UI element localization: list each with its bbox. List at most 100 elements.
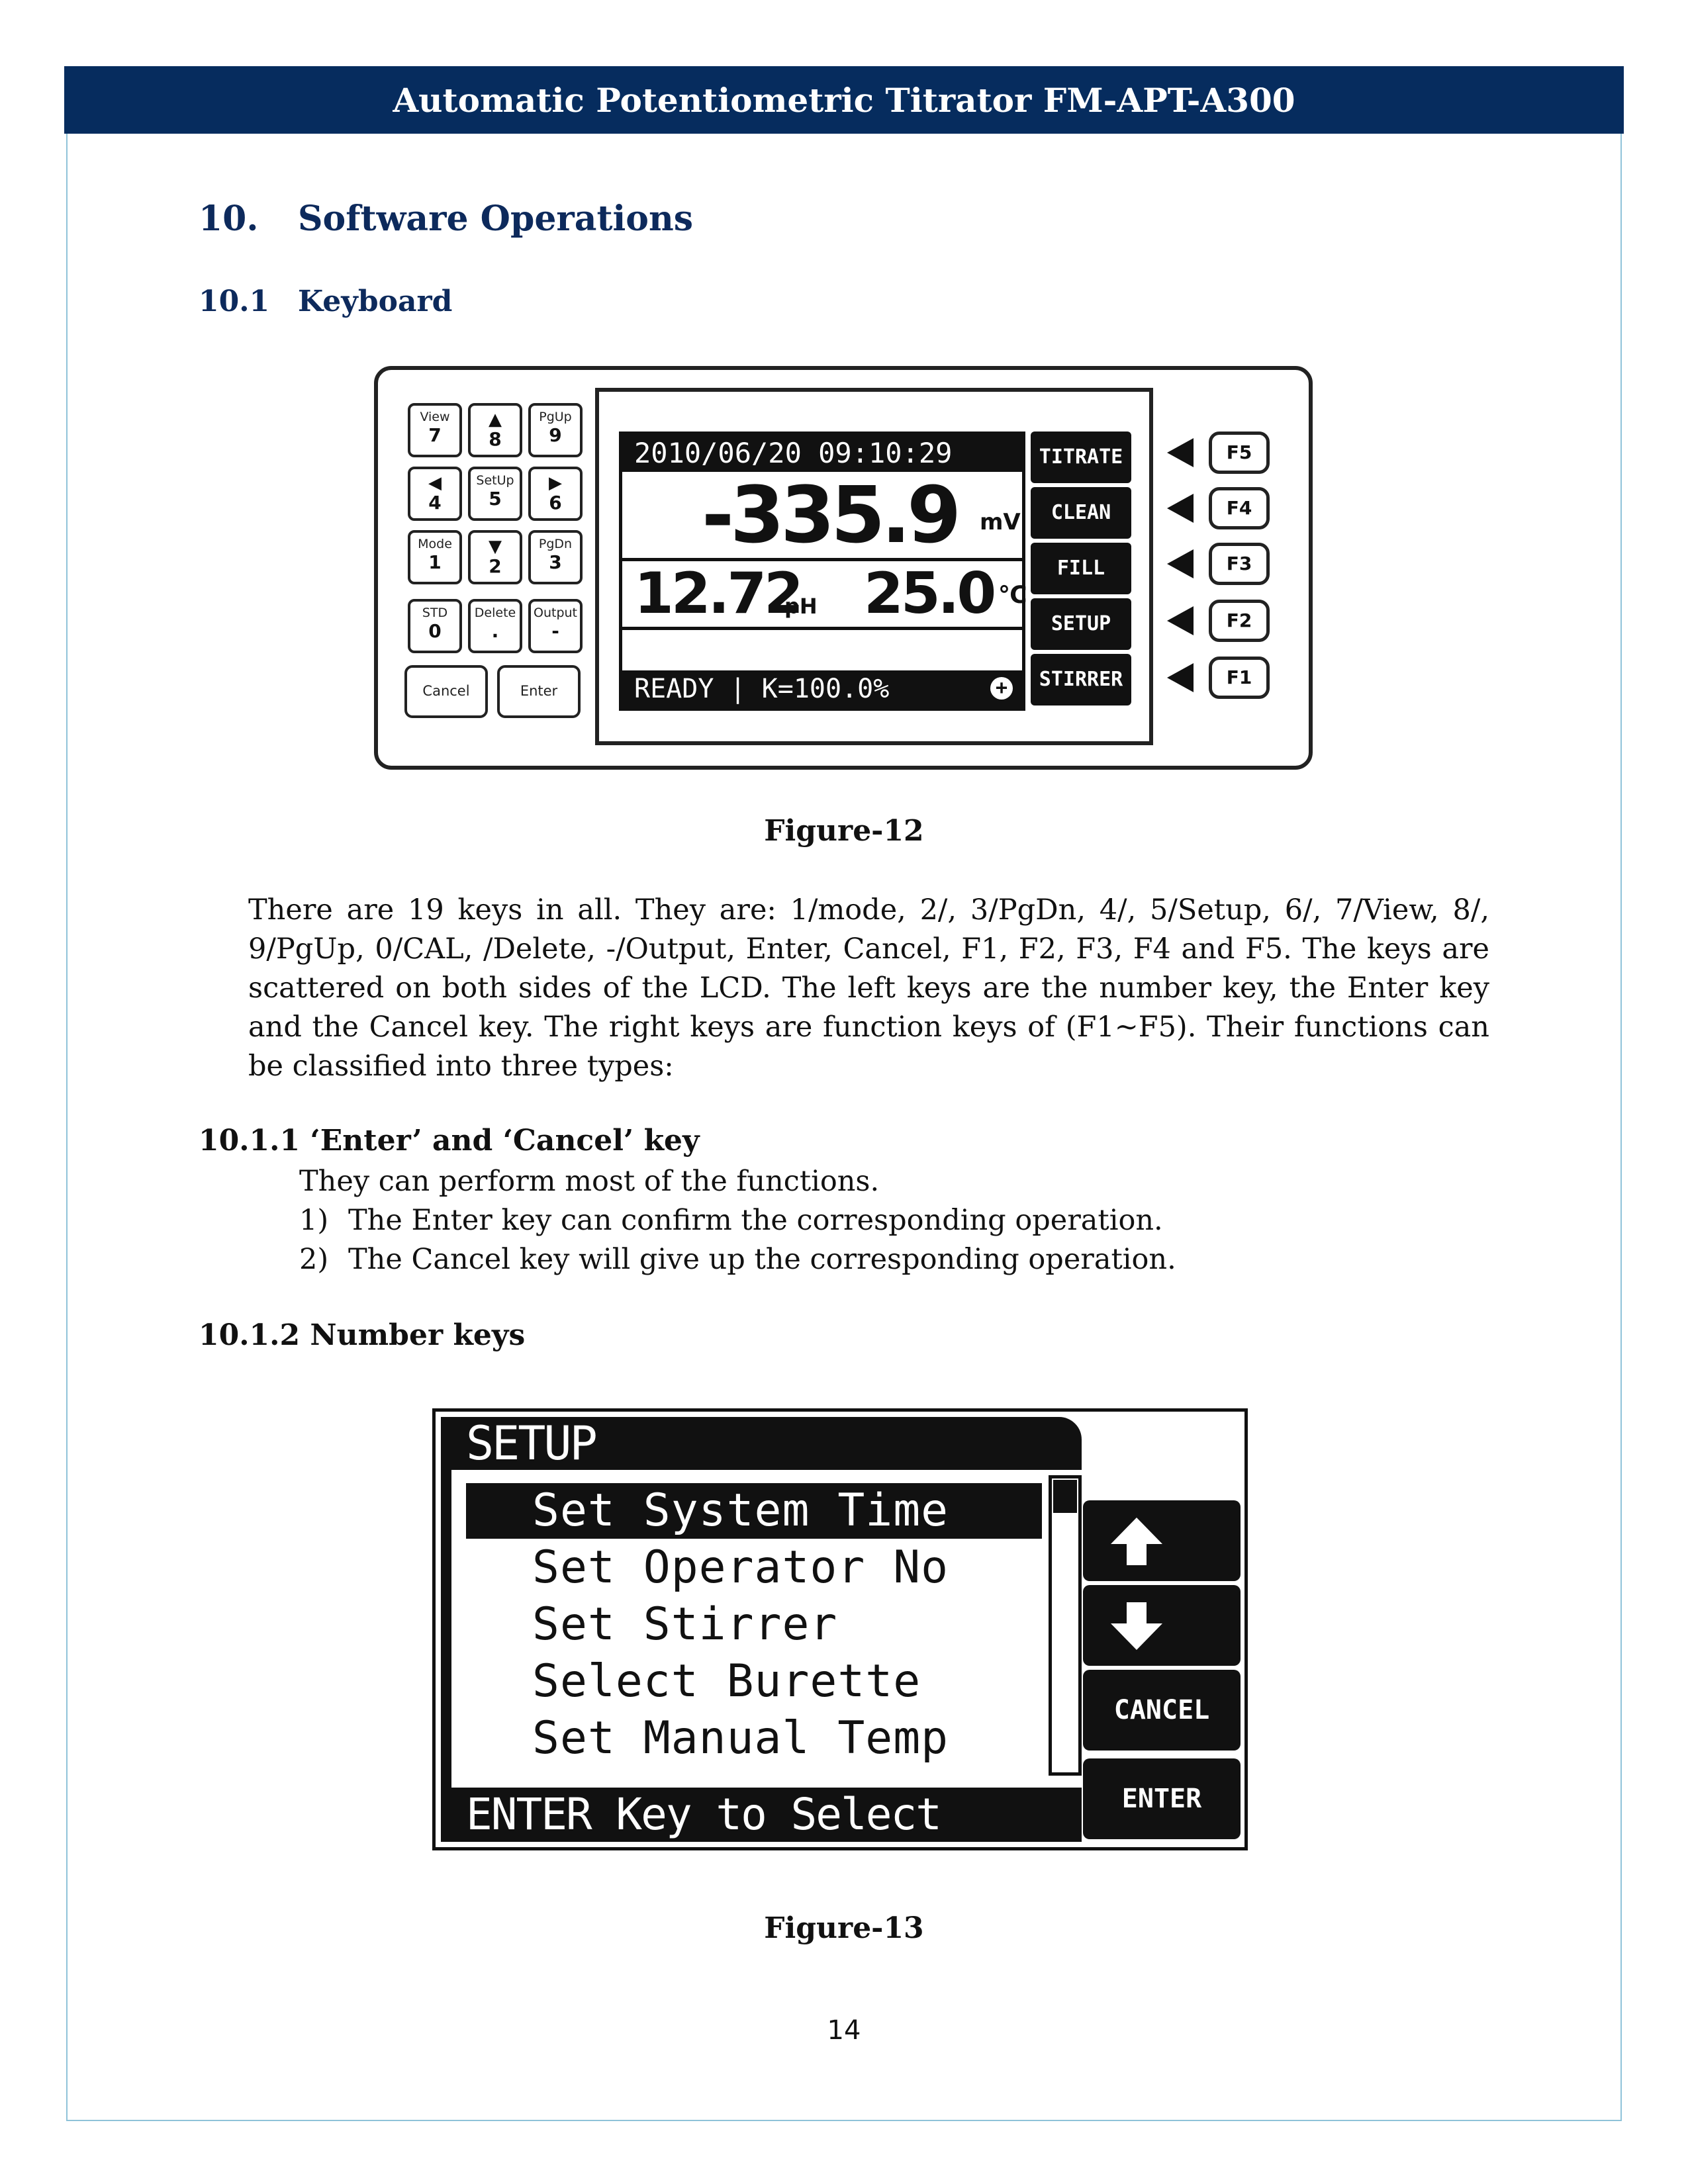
setup-menu-list: Set System Time Set Operator No Set Stir… bbox=[451, 1470, 1082, 1788]
pointer-arrow-icon bbox=[1167, 606, 1194, 635]
lcd-mv-unit: mV bbox=[980, 509, 1021, 535]
left-triangle-icon: ◀ bbox=[428, 473, 442, 493]
figure-12-caption: Figure-12 bbox=[764, 814, 924, 848]
setup-enter-label: ENTER bbox=[1121, 1784, 1202, 1814]
key-number-label: 7 bbox=[428, 424, 442, 446]
keys-description-paragraph: There are 19 keys in all. They are: 1/mo… bbox=[248, 893, 1489, 1083]
setup-scroll-thumb bbox=[1053, 1480, 1077, 1513]
key-number-label: 4 bbox=[428, 492, 442, 514]
figure-13-caption: Figure-13 bbox=[764, 1911, 924, 1945]
subsection-heading: 10.1 Keyboard bbox=[199, 285, 452, 318]
header-title: Automatic Potentiometric Titrator FM-APT… bbox=[393, 80, 1295, 120]
setup-menu-item-selected: Set System Time bbox=[466, 1483, 1042, 1539]
subsection-number: 10.1 bbox=[199, 285, 270, 318]
lcd-divider bbox=[622, 627, 1022, 630]
pointer-arrow-icon bbox=[1167, 549, 1194, 578]
list-item: 2) The Cancel key will give up the corre… bbox=[299, 1240, 1176, 1279]
titrator-panel-figure: View 7 ▲ 8 PgUp 9 ◀ 4 SetUp 5 ▶ 6 Mode 1… bbox=[374, 366, 1313, 770]
list-item-text: The Enter key can confirm the correspond… bbox=[348, 1204, 1163, 1237]
key-number-label: 1 bbox=[428, 551, 442, 573]
setup-menu-item: Set Operator No bbox=[532, 1541, 949, 1594]
enter-cancel-intro: They can perform most of the functions. bbox=[299, 1165, 880, 1198]
key-top-label: STD bbox=[422, 606, 448, 620]
list-marker: 1) bbox=[299, 1204, 329, 1237]
setup-menu-item: Set Stirrer bbox=[532, 1598, 838, 1651]
down-triangle-icon: ▼ bbox=[489, 537, 502, 557]
up-arrow-icon bbox=[1111, 1518, 1162, 1565]
number-keys-heading: 10.1.2 Number keys bbox=[199, 1318, 526, 1352]
pointer-arrow-icon bbox=[1167, 663, 1194, 692]
key-number-label: . bbox=[491, 620, 499, 642]
section-title: Software Operations bbox=[298, 199, 694, 239]
key-enter: Enter bbox=[497, 665, 581, 718]
key-3-pgdn: PgDn 3 bbox=[528, 530, 583, 584]
lcd-clean-label: CLEAN bbox=[1031, 487, 1131, 539]
fkey-f4: F4 bbox=[1209, 487, 1270, 529]
fkey-f1: F1 bbox=[1209, 657, 1270, 699]
section-heading: 10. Software Operations bbox=[199, 199, 693, 239]
list-item: 1) The Enter key can confirm the corresp… bbox=[299, 1201, 1163, 1240]
setup-frame-edge bbox=[441, 1470, 451, 1788]
lcd-temp-unit: ℃ bbox=[998, 582, 1027, 609]
lcd-fill-label: FILL bbox=[1031, 543, 1131, 594]
pointer-arrow-icon bbox=[1167, 494, 1194, 523]
lcd-titrate-label: TITRATE bbox=[1031, 432, 1131, 483]
key-number-label: 5 bbox=[489, 488, 502, 510]
list-marker: 2) bbox=[299, 1243, 329, 1276]
section-number: 10. bbox=[199, 199, 259, 239]
key-delete: Delete . bbox=[468, 599, 522, 653]
right-triangle-icon: ▶ bbox=[549, 473, 562, 493]
pointer-arrow-icon bbox=[1167, 438, 1194, 467]
key-top-label: Mode bbox=[418, 537, 452, 551]
key-cancel-label: Cancel bbox=[422, 683, 470, 699]
lcd-ph-value: 12.72 bbox=[634, 561, 804, 627]
key-6-right: ▶ 6 bbox=[528, 467, 583, 521]
key-top-label: SetUp bbox=[476, 473, 514, 488]
key-number-label: 8 bbox=[489, 428, 502, 450]
enter-cancel-heading: 10.1.1 ‘Enter’ and ‘Cancel’ key bbox=[199, 1124, 700, 1158]
key-top-label: Delete bbox=[474, 606, 516, 620]
setup-title: SETUP bbox=[466, 1416, 598, 1471]
lcd-ph-unit: pH bbox=[784, 594, 818, 619]
setup-status-text: ENTER Key to Select bbox=[466, 1789, 942, 1840]
setup-cancel-button: CANCEL bbox=[1083, 1670, 1241, 1751]
setup-up-button bbox=[1083, 1500, 1241, 1581]
lcd-mv-value: -335.9 bbox=[702, 469, 961, 561]
lcd-temp-value: 25.0 bbox=[864, 561, 996, 627]
key-enter-label: Enter bbox=[520, 683, 558, 699]
setup-title-bar: SETUP bbox=[441, 1417, 1082, 1470]
lcd-screen: 2010/06/20 09:10:29 -335.9 mV 12.72 pH 2… bbox=[619, 432, 1027, 711]
up-triangle-icon: ▲ bbox=[489, 410, 502, 430]
key-number-label: 9 bbox=[549, 424, 562, 446]
lcd-datetime: 2010/06/20 09:10:29 bbox=[622, 435, 1022, 472]
key-output: Output - bbox=[528, 599, 583, 653]
fkey-f2: F2 bbox=[1209, 600, 1270, 642]
header-bar: Automatic Potentiometric Titrator FM-APT… bbox=[64, 66, 1624, 134]
setup-menu-item: Select Burette bbox=[532, 1655, 921, 1707]
key-top-label: Output bbox=[534, 606, 577, 620]
page-number: 14 bbox=[827, 2015, 861, 2046]
lcd-frame: 2010/06/20 09:10:29 -335.9 mV 12.72 pH 2… bbox=[595, 388, 1153, 745]
key-number-label: 6 bbox=[549, 492, 562, 514]
key-2-down: ▼ 2 bbox=[468, 530, 522, 584]
setup-enter-button: ENTER bbox=[1083, 1758, 1241, 1839]
setup-menu-item: Set Manual Temp bbox=[532, 1712, 949, 1764]
lcd-stirrer-label: STIRRER bbox=[1031, 654, 1131, 705]
key-top-label: PgDn bbox=[538, 537, 573, 551]
key-number-label: 0 bbox=[428, 620, 442, 642]
plus-circle-icon: + bbox=[990, 677, 1013, 700]
list-item-text: The Cancel key will give up the correspo… bbox=[348, 1243, 1176, 1276]
subsection-title: Keyboard bbox=[298, 285, 453, 318]
setup-status-bar: ENTER Key to Select bbox=[441, 1788, 1082, 1842]
lcd-status-text: READY | K=100.0% bbox=[634, 674, 890, 704]
key-number-label: 3 bbox=[549, 551, 562, 573]
setup-down-button bbox=[1083, 1585, 1241, 1666]
key-top-label: View bbox=[420, 410, 450, 424]
key-7-view: View 7 bbox=[408, 403, 462, 457]
key-0-std: STD 0 bbox=[408, 599, 462, 653]
lcd-status-bar: READY | K=100.0% + bbox=[622, 670, 1022, 707]
lcd-setup-label: SETUP bbox=[1031, 598, 1131, 650]
setup-screen-figure: SETUP Set System Time Set Operator No Se… bbox=[432, 1408, 1248, 1850]
lcd-divider bbox=[622, 558, 1022, 561]
down-arrow-icon bbox=[1111, 1602, 1162, 1650]
